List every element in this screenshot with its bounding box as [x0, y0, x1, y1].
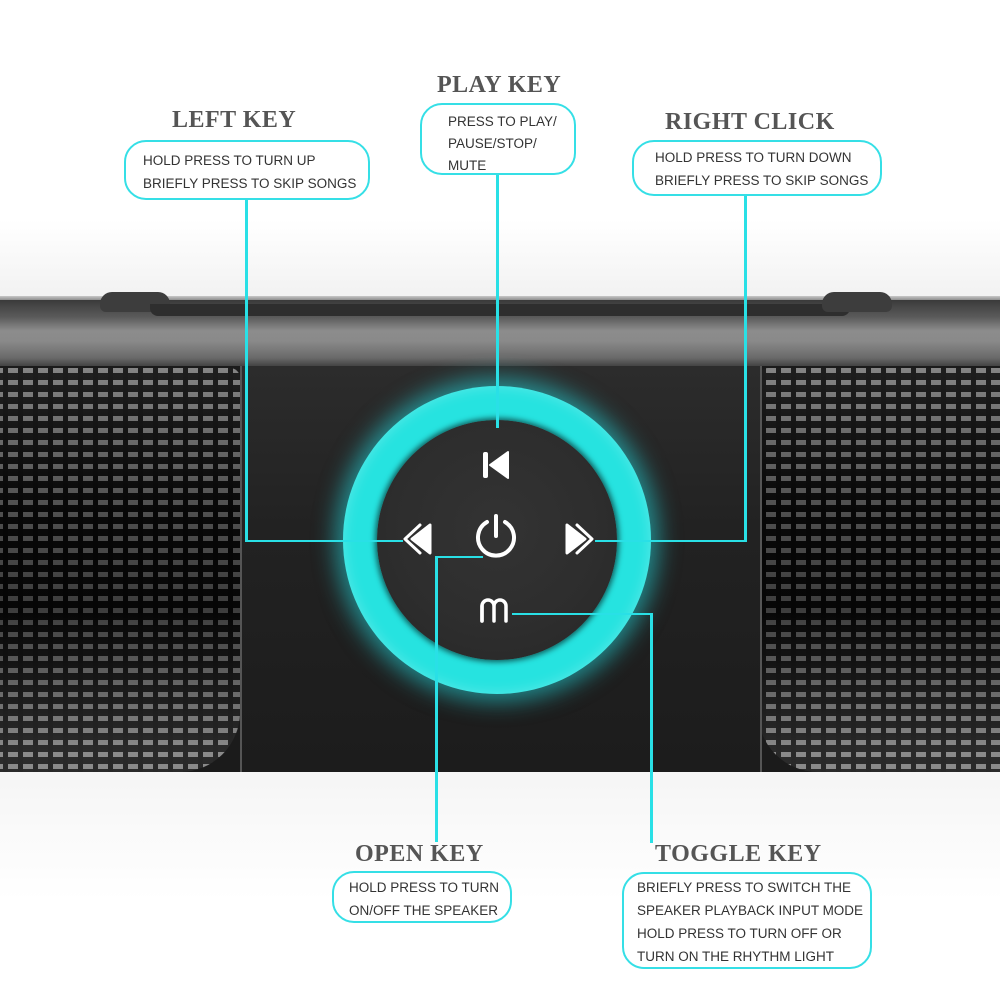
right-click-description: HOLD PRESS TO TURN DOWN BRIEFLY PRESS TO… [632, 140, 882, 196]
right-key-leader-horizontal [595, 540, 747, 542]
left-grille-shading [0, 368, 240, 772]
left-key-leader-horizontal [245, 540, 403, 542]
open-key-title: OPEN KEY [355, 841, 484, 867]
right-click-title: RIGHT CLICK [665, 109, 835, 135]
right-grille-shading [758, 368, 1000, 772]
open-key-line-1: HOLD PRESS TO TURN [349, 880, 500, 895]
play-key-line-2: PAUSE/STOP/ [448, 136, 537, 151]
open-key-line-2: ON/OFF THE SPEAKER [349, 903, 499, 918]
skip-previous-icon [483, 451, 509, 479]
left-key-title: LEFT KEY [172, 107, 297, 133]
right-key-button[interactable] [561, 521, 595, 557]
toggle-key-line-1: BRIEFLY PRESS TO SWITCH THE [637, 880, 852, 895]
play-key-line-3: MUTE [448, 158, 487, 173]
open-key-description: HOLD PRESS TO TURN ON/OFF THE SPEAKER [332, 871, 512, 923]
toggle-key-line-4: TURN ON THE RHYTHM LIGHT [637, 949, 835, 964]
play-key-leader [496, 172, 499, 428]
power-button[interactable] [472, 512, 520, 560]
left-key-line-2: BRIEFLY PRESS TO SKIP SONGS [143, 176, 357, 191]
right-key-leader-vertical [744, 194, 747, 542]
toggle-key-line-3: HOLD PRESS TO TURN OFF OR [637, 926, 842, 941]
toggle-key-description: BRIEFLY PRESS TO SWITCH THE SPEAKER PLAY… [622, 872, 872, 969]
right-click-line-2: BRIEFLY PRESS TO SKIP SONGS [655, 173, 869, 188]
mode-toggle-button[interactable] [479, 597, 513, 623]
right-click-line-1: HOLD PRESS TO TURN DOWN [655, 150, 852, 165]
left-key-leader-vertical [245, 198, 248, 542]
play-key-description: PRESS TO PLAY/ PAUSE/STOP/ MUTE [420, 103, 576, 175]
left-key-line-1: HOLD PRESS TO TURN UP [143, 153, 316, 168]
play-button[interactable] [480, 449, 512, 481]
toggle-key-line-2: SPEAKER PLAYBACK INPUT MODE [637, 903, 864, 918]
left-key-button[interactable] [402, 521, 436, 557]
mode-m-icon [480, 598, 508, 623]
chevron-left-icon [403, 523, 432, 555]
chevron-right-icon [565, 523, 594, 555]
open-key-leader-vertical [435, 556, 438, 842]
toggle-key-leader-horizontal [512, 613, 652, 615]
play-key-title: PLAY KEY [437, 72, 562, 98]
speaker-right-tab [822, 292, 892, 312]
play-key-line-1: PRESS TO PLAY/ [448, 114, 557, 129]
toggle-key-title: TOGGLE KEY [655, 841, 822, 867]
left-key-description: HOLD PRESS TO TURN UP BRIEFLY PRESS TO S… [124, 140, 370, 200]
open-key-leader-horizontal [435, 556, 483, 558]
power-icon [476, 514, 516, 558]
toggle-key-leader-vertical [650, 613, 653, 843]
speaker-top-slot [150, 304, 850, 316]
